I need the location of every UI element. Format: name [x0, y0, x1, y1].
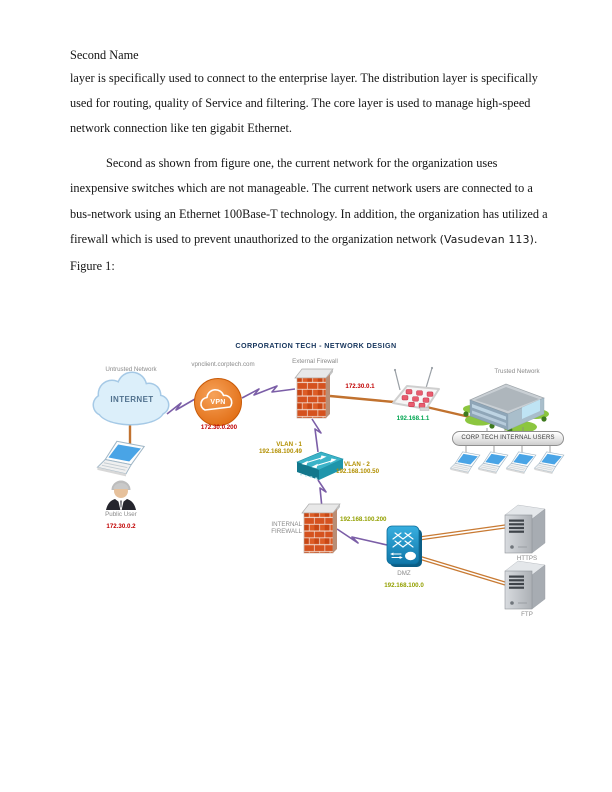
- citation-period: .: [534, 232, 538, 246]
- public-laptop-icon: [96, 440, 145, 478]
- laptop-icon: [505, 451, 537, 475]
- body-line: bus-network using an Ethernet 100Base-T …: [70, 207, 548, 221]
- vpn-tunnel-zigzags: [166, 385, 388, 546]
- body-line: firewall which is used to prevent unauth…: [70, 232, 570, 247]
- vpn-icon: [194, 378, 242, 426]
- vpn-ip-label: 172.30.0.200: [200, 424, 238, 431]
- vpn-label: VPN: [210, 399, 226, 406]
- diagram-title: CORPORATION TECH - NETWORK DESIGN: [235, 341, 397, 350]
- dmz-label: DMZ: [397, 570, 411, 577]
- body-line: network connection like ten gigabit Ethe…: [70, 121, 292, 135]
- internal-users-bar: CORP TECH INTERNAL USERS: [452, 431, 564, 446]
- body-line: used for routing, quality of Service and…: [70, 96, 531, 110]
- internal-firewall-label: INTERNAL FIREWALL: [271, 521, 302, 536]
- internal-firewall-icon: [301, 503, 341, 554]
- public-user-label: Public User: [105, 511, 137, 518]
- citation: (Vasudevan 113): [439, 233, 535, 246]
- untrusted-network-label: Untrusted Network: [105, 366, 157, 373]
- router-ip-label: 192.168.1.1: [396, 415, 430, 422]
- vlan-switch-icon: [296, 451, 344, 480]
- author-name: Second Name: [70, 48, 139, 62]
- trusted-network-label: Trusted Network: [494, 368, 540, 375]
- ftp-label: FTP: [521, 611, 533, 618]
- laptop-icon: [533, 451, 565, 475]
- external-firewall-label: External Firewall: [292, 358, 338, 365]
- dmz-network-label: 192.168.100.0: [384, 582, 424, 589]
- body-text: firewall which is used to prevent unauth…: [70, 232, 440, 246]
- building-icon: [463, 383, 549, 433]
- external-firewall-ip: 172.30.0.1: [345, 383, 375, 390]
- vpn-host-label: vpnclient.corptech.com: [191, 361, 255, 368]
- internet-label: INTERNET: [110, 395, 154, 404]
- body-line: Second as shown from figure one, the cur…: [106, 156, 498, 170]
- public-user-icon: [106, 480, 136, 510]
- figure-label: Figure 1:: [70, 259, 115, 273]
- internet-cloud-icon: [92, 371, 170, 426]
- body-line: inexpensive switches which are not manag…: [70, 181, 533, 195]
- dmz-cables: [418, 524, 506, 586]
- ftp-server-icon: [504, 560, 546, 610]
- laptop-icon: [477, 451, 509, 475]
- external-firewall-icon: [294, 368, 334, 419]
- public-user-ip: 172.30.0.2: [106, 523, 136, 530]
- network-diagram: CORPORATION TECH - NETWORK DESIGN Untrus…: [0, 332, 612, 632]
- network-diagram-canvas: [92, 366, 565, 610]
- https-label: HTTPS: [516, 555, 538, 562]
- laptop-icon: [449, 451, 481, 475]
- dmz-switch-icon: [386, 525, 422, 567]
- https-server-icon: [504, 504, 546, 554]
- body-line: layer is specifically used to connect to…: [70, 71, 538, 85]
- internal-firewall-ip: 192.168.100.200: [340, 516, 387, 523]
- router-icon: [392, 366, 440, 411]
